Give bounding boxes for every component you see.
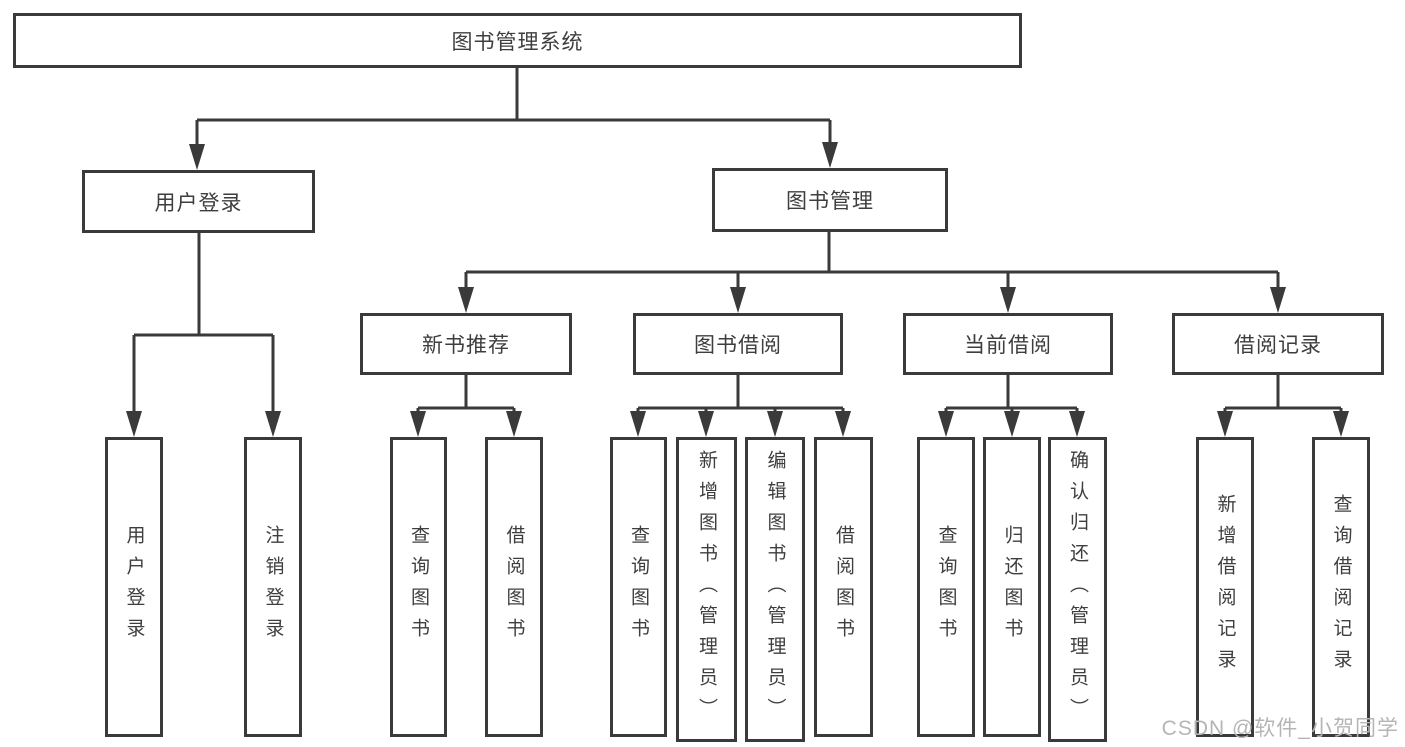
node-user-login: 用户登录: [82, 170, 315, 233]
leaf-query-books-current: 查询图书: [917, 437, 975, 737]
leaf-query-borrow-record: 查询借阅记录: [1312, 437, 1370, 737]
leaf-edit-book-admin: 编辑图书（管理员）: [745, 437, 805, 742]
connector-book-management-children: [464, 232, 1280, 289]
arrowhead: [506, 411, 522, 437]
leaf-query-books-borrow: 查询图书: [610, 437, 667, 737]
arrowhead: [1217, 411, 1233, 437]
leaf-query-books-recommend: 查询图书: [390, 437, 447, 737]
arrowhead: [189, 144, 205, 170]
arrowhead: [630, 411, 646, 437]
arrowhead: [822, 142, 838, 168]
leaf-borrow-books-recommend: 借阅图书: [485, 437, 543, 737]
leaf-user-login: 用户登录: [105, 437, 163, 737]
leaf-logout: 注销登录: [244, 437, 302, 737]
connector-new-book-children: [416, 375, 516, 413]
node-borrowing-records: 借阅记录: [1172, 313, 1384, 375]
arrowhead: [1333, 411, 1349, 437]
connector-book-borrow-children: [636, 375, 845, 413]
node-root: 图书管理系统: [13, 13, 1022, 68]
arrowhead: [126, 411, 142, 437]
leaf-confirm-return-admin: 确认归还（管理员）: [1048, 437, 1107, 742]
node-book-management: 图书管理: [712, 168, 948, 232]
arrowhead: [410, 411, 426, 437]
csdn-watermark: CSDN @软件_小贺同学: [1161, 717, 1399, 740]
leaf-add-borrow-record: 新增借阅记录: [1196, 437, 1254, 737]
arrowhead: [835, 411, 851, 437]
arrowhead: [767, 411, 783, 437]
arrowhead: [1004, 411, 1020, 437]
node-current-borrowing: 当前借阅: [903, 313, 1113, 375]
leaf-add-book-admin: 新增图书（管理员）: [676, 437, 737, 742]
arrowhead: [1270, 287, 1286, 313]
arrowhead: [730, 287, 746, 313]
arrowhead: [1069, 411, 1085, 437]
arrowhead: [458, 287, 474, 313]
leaf-return-book: 归还图书: [983, 437, 1041, 737]
leaf-borrow-books: 借阅图书: [814, 437, 873, 737]
node-new-book-recommend: 新书推荐: [360, 313, 572, 375]
arrowhead: [1000, 287, 1016, 313]
arrowhead: [265, 411, 281, 437]
arrowheads: [126, 142, 1349, 437]
arrowhead: [938, 411, 954, 437]
connector-user-login-children: [132, 233, 275, 413]
connector-borrow-record-children: [1223, 375, 1343, 413]
connector-root-to-level2: [195, 68, 832, 146]
connector-current-borrow-children: [944, 375, 1079, 413]
node-book-borrowing: 图书借阅: [633, 313, 843, 375]
arrowhead: [698, 411, 714, 437]
